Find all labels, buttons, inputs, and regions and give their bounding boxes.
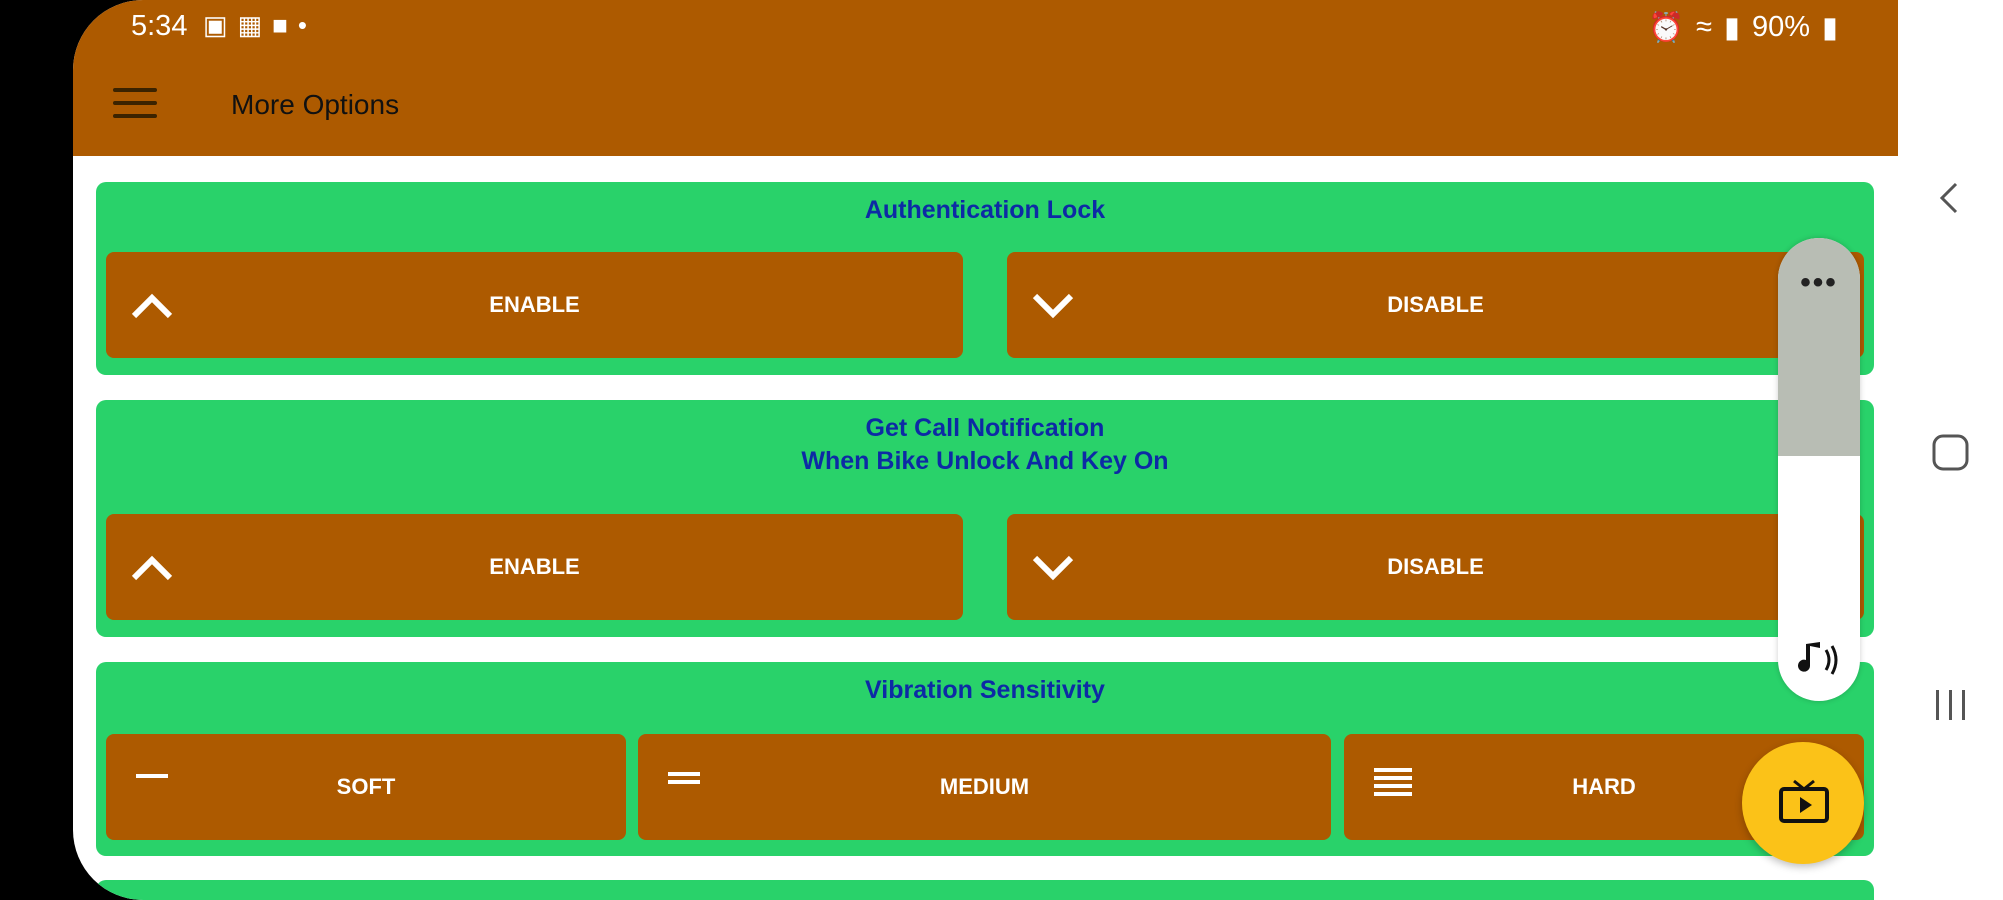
two-lines-icon (660, 770, 708, 810)
call-notification-disable-button[interactable]: DISABLE (1007, 514, 1864, 620)
call-notification-title-2: When Bike Unlock And Key On (801, 447, 1169, 475)
one-line-icon (128, 770, 176, 810)
message-icon: ■ (272, 10, 288, 40)
app-icon: ▦ (237, 10, 263, 40)
call-notification-card: Get Call Notification When Bike Unlock A… (96, 400, 1874, 637)
next-card (96, 880, 1874, 900)
disable-label: DISABLE (1387, 292, 1484, 317)
chevron-down-icon (1029, 286, 1077, 326)
tv-play-button[interactable] (1742, 742, 1864, 864)
medium-label: MEDIUM (939, 774, 1030, 799)
call-notification-title-1: Get Call Notification (865, 414, 1105, 442)
music-note-icon[interactable] (1796, 640, 1842, 680)
chevron-up-icon (128, 286, 176, 326)
app-screen: 5:34 ▣ ▦ ■ • ⏰ ≈ ▮ 90% ▮ More Options Au… (73, 0, 1898, 900)
app-bar: 5:34 ▣ ▦ ■ • ⏰ ≈ ▮ 90% ▮ More Options (73, 0, 1898, 156)
auth-lock-enable-button[interactable]: ENABLE (106, 252, 963, 358)
gallery-icon: ▣ (203, 10, 228, 40)
more-options-icon[interactable]: ••• (1800, 266, 1838, 299)
vibration-title: Vibration Sensitivity (865, 676, 1105, 704)
auth-lock-disable-button[interactable]: DISABLE (1007, 252, 1864, 358)
soft-label: SOFT (336, 774, 396, 799)
enable-label: ENABLE (489, 292, 580, 317)
auth-lock-card: Authentication Lock ENABLE DISABLE (96, 182, 1874, 375)
status-left-icons: ▣ ▦ ■ • (203, 10, 307, 41)
status-time: 5:34 (131, 10, 188, 42)
vibration-card: Vibration Sensitivity SOFT MEDIUM HARD (96, 662, 1874, 856)
battery-text: 90% (1751, 11, 1811, 43)
vibration-soft-button[interactable]: SOFT (106, 734, 626, 840)
alarm-icon: ⏰ (1647, 11, 1685, 44)
recents-icon[interactable] (1928, 682, 1973, 727)
four-lines-icon (1366, 766, 1414, 806)
volume-panel[interactable]: ••• (1778, 238, 1860, 701)
enable-label: ENABLE (489, 554, 580, 579)
tv-play-icon (1779, 779, 1829, 823)
navigation-bar (1898, 0, 2003, 900)
hard-label: HARD (1572, 774, 1636, 799)
battery-icon: ▮ (1822, 12, 1838, 44)
signal-icon: ▮ (1724, 12, 1740, 44)
chevron-down-icon (1029, 548, 1077, 588)
call-notification-enable-button[interactable]: ENABLE (106, 514, 963, 620)
hamburger-menu-icon[interactable] (113, 88, 157, 122)
home-icon[interactable] (1928, 430, 1973, 475)
volume-level[interactable] (1778, 238, 1860, 456)
vibration-medium-button[interactable]: MEDIUM (638, 734, 1331, 840)
wifi-icon: ≈ (1696, 11, 1713, 43)
back-icon[interactable] (1928, 176, 1973, 221)
chevron-up-icon (128, 548, 176, 588)
disable-label: DISABLE (1387, 554, 1484, 579)
status-right: ⏰ ≈ ▮ 90% ▮ (1648, 10, 1838, 45)
page-title: More Options (231, 89, 400, 120)
dot-icon: • (297, 10, 307, 40)
auth-lock-title: Authentication Lock (864, 196, 1106, 224)
